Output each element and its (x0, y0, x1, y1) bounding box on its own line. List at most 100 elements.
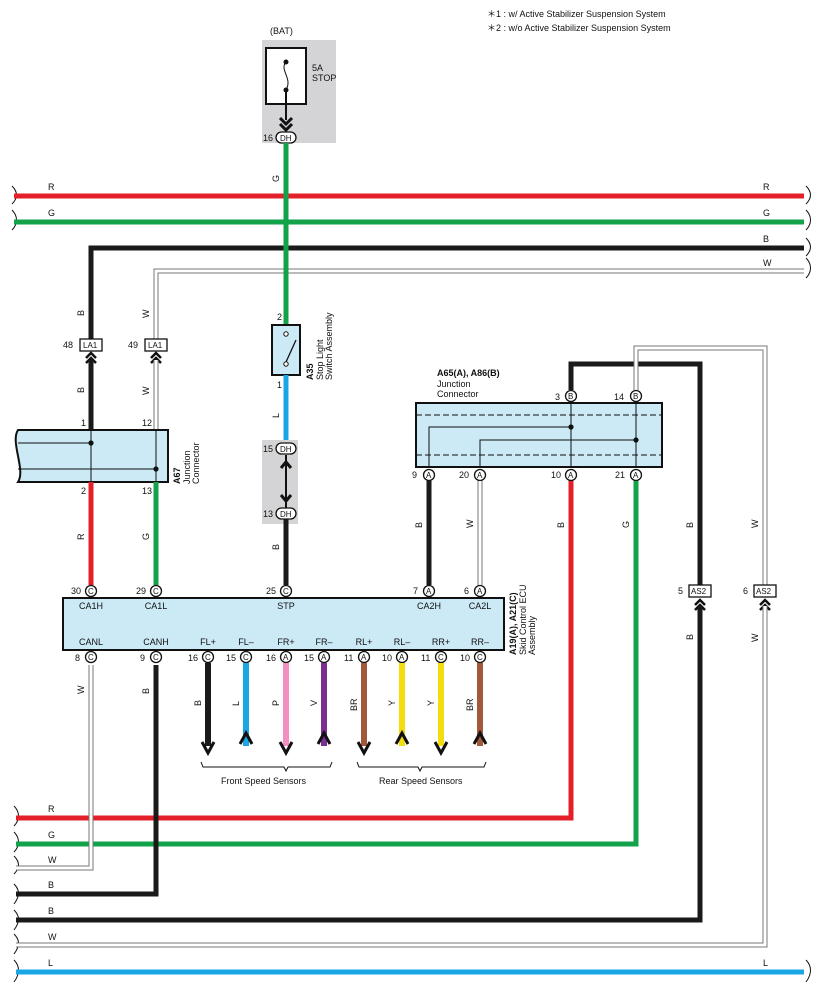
ecu-top-pin-conn: C (153, 587, 159, 596)
ecu-bottom-pin-label: FR+ (277, 637, 294, 647)
ecu-top-pin-label: CA2L (469, 601, 492, 611)
ecu-bottom-pin-number: 10 (460, 653, 470, 663)
ecu-bottom-pin-conn: C (205, 653, 211, 662)
sensor-arrow-up (472, 729, 488, 745)
ecu-bottom-pin-label: RR+ (432, 637, 450, 647)
label-B-top-right: B (763, 234, 769, 244)
ecu-top-pin-circle (149, 584, 163, 598)
sensor-arrow-up (316, 729, 332, 745)
ecu-top-pin-label: CA1H (79, 601, 103, 611)
switch-code: A35 (305, 363, 315, 380)
ecu-top-pin-number: 6 (464, 586, 469, 596)
note-2: ＊2 : w/o Active Stabilizer Suspension Sy… (487, 23, 671, 33)
label-W-bottom-2: W (48, 932, 57, 942)
bottom-buses: R G W B B W L L W B (13, 481, 811, 983)
switch-pin-bottom: 1 (277, 380, 282, 390)
sensor-arrow-down (278, 741, 294, 757)
as2-1-conn: AS2 (691, 587, 707, 596)
label-B-canh: B (141, 688, 151, 694)
a67-pin-1: 1 (81, 418, 86, 428)
sensor-wire-label: Y (387, 700, 397, 706)
ecu-top-pin-number: 25 (266, 586, 276, 596)
label-G-a67: G (141, 533, 151, 540)
a65-top-pin-14: 14 (614, 392, 624, 402)
label-W-a65: W (465, 519, 475, 528)
fuse-stop: (BAT) 5A STOP 16 DH (262, 26, 336, 144)
label-B-right-vert: B (685, 522, 695, 528)
sensor-wire-label: B (193, 700, 203, 706)
a65-bottom-pin-20: 20 (459, 470, 469, 480)
ecu-bottom-pin-label: CANH (143, 637, 169, 647)
label-B-below-la1: B (76, 387, 86, 393)
ecu-bottom-pin-number: 15 (304, 653, 314, 663)
fuse-pin-number: 16 (263, 133, 273, 143)
ecu-name-line1: Skid Control ECU (518, 584, 528, 655)
sensor-wire-label: L (231, 701, 241, 706)
sensor-arrow-down (356, 741, 372, 757)
ecu-bottom-pin-label: FL+ (200, 637, 216, 647)
ecu-bottom-pin-circle (84, 650, 98, 664)
la1-1-pin: 48 (63, 340, 73, 350)
a67-junction-connector: 1 12 2 13 A67 Junction Connector R G (14, 418, 201, 585)
a65-name-line1: Junction (437, 379, 471, 389)
ecu-top-pin-conn: A (426, 587, 432, 596)
ecu-bottom-pin-conn: C (88, 653, 94, 662)
la1-connectors: B W 48 LA1 49 LA1 B W (63, 309, 168, 430)
ecu-top-pin-conn: C (88, 587, 94, 596)
ecu-bottom-pin-number: 9 (140, 653, 145, 663)
ecu-bottom-pin-label: RL+ (356, 637, 373, 647)
ecu-bottom-pin-circle (149, 650, 163, 664)
a65-top-pin-3: 3 (555, 392, 560, 402)
ecu-top-pin-label: CA1L (145, 601, 168, 611)
ecu-bottom-pin-number: 11 (421, 653, 430, 663)
a65-bottom-conn-9: A (426, 471, 432, 480)
label-B-a65: B (414, 522, 424, 528)
ecu-bottom-pin-conn: A (361, 653, 367, 662)
ecu-top-pin-conn: C (283, 587, 289, 596)
ecu-bottom-pin-label: FL– (238, 637, 254, 647)
label-R-bottom: R (48, 804, 55, 814)
label-W-canl: W (76, 685, 86, 694)
label-B-as2-below: B (685, 634, 695, 640)
ecu-bottom-pin-label: RR– (471, 637, 489, 647)
ecu-bottom-pin-circle (434, 650, 448, 664)
la1-2-pin: 49 (128, 340, 138, 350)
fuse-rating: 5A (312, 63, 323, 73)
ecu-bottom-pin-conn: C (477, 653, 483, 662)
ecu-bottom-pin-conn: A (399, 653, 405, 662)
label-B-bottom-1: B (48, 880, 54, 890)
switch-pin-top: 2 (277, 312, 282, 322)
ecu-bottom-pin-number: 8 (75, 653, 80, 663)
ecu-bottom-pin-circle (317, 650, 331, 664)
a67-pin-2: 2 (81, 486, 86, 496)
label-B-above-la1: B (76, 310, 86, 316)
skid-control-ecu: A19(A), A21(C) Skid Control ECU Assembly… (62, 584, 537, 664)
label-R-top-left: R (48, 182, 55, 192)
as2-1-pin: 5 (678, 586, 683, 596)
ecu-bottom-pin-number: 15 (226, 653, 236, 663)
ecu-bottom-pin-circle (239, 650, 253, 664)
label-W-bottom-1: W (48, 855, 57, 865)
sensor-arrow-down (433, 741, 449, 757)
label-W-above-la1: W (141, 309, 151, 318)
a65-bottom-conn-20: A (477, 471, 483, 480)
ecu-top-pin-number: 29 (136, 586, 146, 596)
ecu-name-line2: Assembly (527, 615, 537, 655)
la1-2-conn: LA1 (148, 341, 163, 350)
ecu-top-pin-circle (473, 584, 487, 598)
label-R-top-right: R (763, 182, 770, 192)
sensor-arrow-up (238, 729, 254, 745)
a65-top-conn-3: B (568, 392, 573, 401)
ecu-bottom-pin-circle (279, 650, 293, 664)
top-buses: R R G G B W (11, 182, 811, 345)
a65-bottom-pin-21: 21 (615, 470, 625, 480)
label-G-bottom: G (48, 830, 55, 840)
switch-name-line1: Stop Light (315, 339, 325, 380)
ecu-code: A19(A), A21(C) (508, 592, 518, 655)
sensor-arrow-down (200, 741, 216, 757)
a65-bottom-conn-10: A (568, 471, 574, 480)
a65-bottom-pin-9: 9 (412, 470, 417, 480)
switch-name-line2: Switch Assembly (324, 312, 334, 380)
ecu-top-pin-circle (422, 584, 436, 598)
ecu-bottom-pin-conn: C (243, 653, 249, 662)
